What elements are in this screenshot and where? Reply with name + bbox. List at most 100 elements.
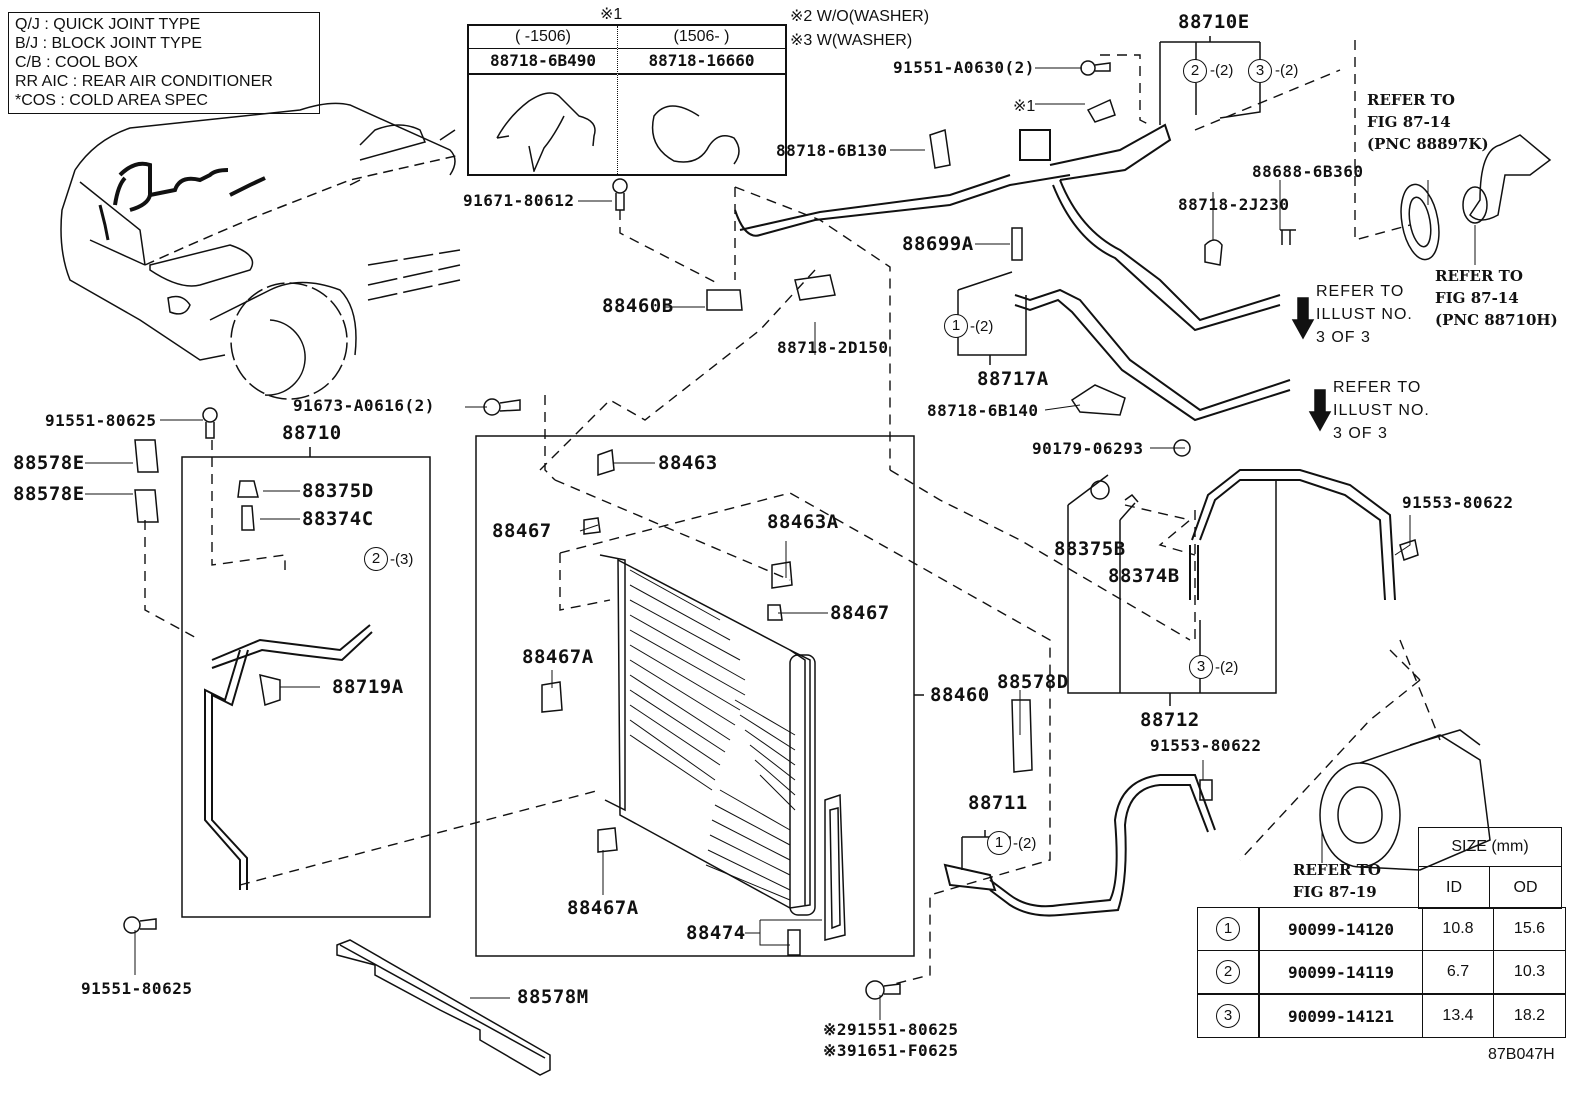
oring-qty: -(2) [970, 318, 994, 335]
clip-range-1: ( -1506) [469, 26, 617, 49]
part-label-88719A[interactable]: 88719A [332, 676, 404, 698]
clip-6B490-icon [496, 92, 596, 172]
pipes [204, 123, 1396, 917]
part-label-88467A-2[interactable]: 88467A [567, 897, 639, 919]
legend-item: B/J : BLOCK JOINT TYPE [15, 35, 203, 52]
part-label-91553-80622-a[interactable]: 91553-80622 [1402, 493, 1514, 512]
part-label-90179-06293[interactable]: 90179-06293 [1032, 439, 1144, 458]
part-label-91551-A0630[interactable]: 91551-A0630(2) [893, 58, 1035, 77]
note-without-washer: ※2 W/O(WASHER) [790, 8, 930, 25]
vehicle-illustration [60, 102, 461, 400]
clip-table-title: ※1 [600, 6, 623, 23]
down-arrow-icon [1291, 297, 1315, 340]
oring-qty: -(2) [1210, 62, 1234, 79]
table-row: 2 90099-14119 6.7 10.3 [1197, 950, 1566, 995]
size-col-id: ID [1419, 867, 1490, 908]
legend-item: *COS : COLD AREA SPEC [15, 92, 208, 109]
part-label-88467-2[interactable]: 88467 [830, 602, 890, 624]
part-label-88578E-1[interactable]: 88578E [13, 452, 85, 474]
part-label-88460[interactable]: 88460 [930, 684, 990, 706]
oring-callout-2[interactable]: 2 [364, 547, 388, 571]
condenser-fins [629, 569, 796, 901]
leader-lines [85, 67, 1476, 1020]
part-label-88718-2D150[interactable]: 88718-2D150 [777, 338, 889, 357]
part-label-88375D[interactable]: 88375D [302, 480, 374, 502]
oring-qty: -(2) [1013, 835, 1037, 852]
part-label-88463[interactable]: 88463 [658, 452, 718, 474]
oring-number-3: 3 [1216, 1004, 1240, 1028]
oring-id: 6.7 [1422, 950, 1494, 995]
clip-illustrations [496, 92, 740, 172]
table-row: 3 90099-14121 13.4 18.2 [1197, 993, 1566, 1038]
condenser-core [599, 554, 816, 916]
oring-callout-3[interactable]: 3 [1248, 59, 1272, 83]
part-label-88710[interactable]: 88710 [282, 422, 342, 444]
part-label-88375B[interactable]: 88375B [1054, 538, 1126, 560]
oring-callout-3[interactable]: 3 [1189, 655, 1213, 679]
part-label-88463A[interactable]: 88463A [767, 511, 839, 533]
table-row: 1 90099-14120 10.8 15.6 [1197, 907, 1566, 951]
oring-callout-1[interactable]: 1 [987, 831, 1011, 855]
part-label-88467-1[interactable]: 88467 [492, 520, 552, 542]
down-arrow-icon [1308, 389, 1332, 432]
clip-part-2[interactable]: 88718-16660 [618, 49, 785, 75]
note-with-washer: ※3 W(WASHER) [790, 32, 913, 49]
part-label-88717A[interactable]: 88717A [977, 368, 1049, 390]
part-label-88578D[interactable]: 88578D [997, 671, 1069, 693]
part-label-88710E[interactable]: 88710E [1178, 11, 1250, 33]
oring-size-table: 1 90099-14120 10.8 15.6 2 90099-14119 6.… [1197, 907, 1566, 1038]
part-label-88712[interactable]: 88712 [1140, 709, 1200, 731]
size-header-box: SIZE (mm) ID OD [1418, 827, 1562, 909]
part-label-91673-A0616[interactable]: 91673-A0616(2) [293, 396, 435, 415]
part-label-88474[interactable]: 88474 [686, 922, 746, 944]
group-box-88460 [475, 435, 915, 957]
oring-part-number[interactable]: 90099-14120 [1258, 907, 1423, 951]
part-label-88374C[interactable]: 88374C [302, 508, 374, 530]
oring-part-number[interactable]: 90099-14121 [1258, 993, 1423, 1038]
part-label-88460B[interactable]: 88460B [602, 295, 674, 317]
part-label-91551-80625-w2[interactable]: ※291551-80625 [823, 1020, 959, 1039]
part-label-91553-80622-b[interactable]: 91553-80622 [1150, 736, 1262, 755]
note-ref-1: ※1 [1013, 98, 1036, 115]
part-label-88718-6B130[interactable]: 88718-6B130 [776, 141, 888, 160]
part-label-88467A-1[interactable]: 88467A [522, 646, 594, 668]
clip-part-1[interactable]: 88718-6B490 [469, 49, 617, 75]
bracket-part [1469, 134, 1552, 221]
illustration-id: 87B047H [1488, 1046, 1555, 1063]
oring-id: 13.4 [1422, 993, 1494, 1038]
group-box-88710 [181, 456, 431, 918]
receiver-drier [824, 793, 846, 941]
part-label-88578E-2[interactable]: 88578E [13, 483, 85, 505]
clip-range-2: (1506- ) [618, 26, 785, 49]
part-label-88718-2J230[interactable]: 88718-2J230 [1178, 195, 1290, 214]
part-label-91651-F0625-w3[interactable]: ※391651-F0625 [823, 1041, 959, 1060]
part-label-88688-6B360[interactable]: 88688-6B360 [1252, 162, 1364, 181]
oring-number-1: 1 [1216, 917, 1240, 941]
part-label-88374B[interactable]: 88374B [1108, 565, 1180, 587]
compressor [1319, 729, 1491, 871]
part-label-88699A[interactable]: 88699A [902, 233, 974, 255]
part-label-91551-80625-bottom[interactable]: 91551-80625 [81, 979, 193, 998]
oring-callout-1[interactable]: 1 [944, 314, 968, 338]
size-col-od: OD [1513, 879, 1538, 896]
part-label-88578M[interactable]: 88578M [517, 986, 589, 1008]
part-label-91551-80625-top[interactable]: 91551-80625 [45, 411, 157, 430]
oring-number-2: 2 [1216, 960, 1240, 984]
seal-part [1400, 183, 1440, 261]
clip-variant-table: ( -1506) (1506- ) 88718-6B490 88718-1666… [467, 24, 787, 176]
leader-dashed-lines [144, 40, 1441, 986]
oring-part-number[interactable]: 90099-14119 [1258, 950, 1423, 995]
oring-qty: -(3) [390, 551, 414, 568]
part-label-91671-80612[interactable]: 91671-80612 [463, 191, 575, 210]
column-divider [617, 26, 618, 174]
part-label-88718-6B140[interactable]: 88718-6B140 [927, 401, 1039, 420]
part-label-88711[interactable]: 88711 [968, 792, 1028, 814]
oring-callout-2[interactable]: 2 [1183, 59, 1207, 83]
legend-item: Q/J : QUICK JOINT TYPE [15, 16, 201, 33]
